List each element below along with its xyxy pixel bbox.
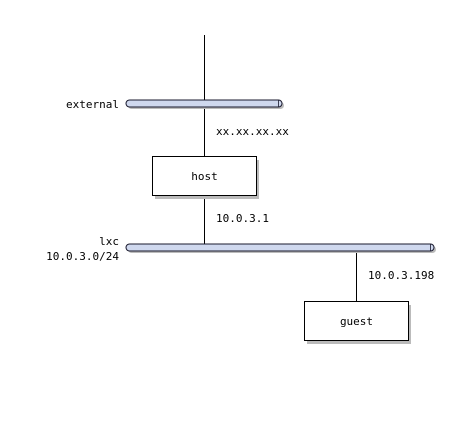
guest-node: guest (304, 301, 411, 344)
guest-lxc-address: 10.0.3.198 (368, 269, 434, 282)
host-label: host (191, 170, 218, 183)
external-network-bus (125, 99, 284, 109)
host-external-address: xx.xx.xx.xx (216, 125, 289, 138)
external-network-label: external (66, 98, 119, 111)
host-lxc-address: 10.0.3.1 (216, 212, 269, 225)
lxc-network-label: lxc (99, 235, 119, 248)
guest-label: guest (340, 315, 373, 328)
lxc-network-subnet: 10.0.3.0/24 (46, 250, 119, 263)
host-node: host (152, 156, 259, 199)
lxc-network-bus (125, 243, 436, 253)
